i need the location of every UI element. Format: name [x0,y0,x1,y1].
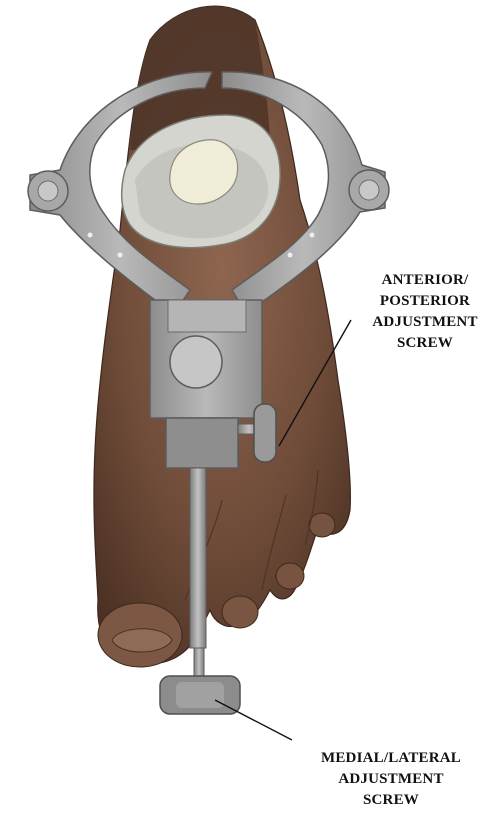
rivet [118,253,123,258]
ml-screw-knob-highlight [176,682,224,708]
label-line: SCREW [288,790,494,811]
right-pivot-knob-inner [359,180,379,200]
second-toe [222,596,258,628]
label-line: POSTERIOR [356,291,494,312]
upper-block-flange [168,300,246,332]
label-line: MEDIAL/LATERAL [288,748,494,769]
fourth-toe [309,513,335,537]
lower-block [166,418,238,468]
ml-screw-rod [190,468,206,648]
label-line: ADJUSTMENT [288,769,494,790]
label-line: ADJUSTMENT [356,312,494,333]
rivet [310,233,315,238]
rivet [88,233,93,238]
ap-screw-knob [254,404,276,462]
ml-leader-line [215,700,292,740]
label-line: SCREW [356,333,494,354]
ml-screw-collar [194,648,204,676]
label-line: ANTERIOR/ [356,270,494,291]
block-dial [170,336,222,388]
anterior-posterior-screw-label: ANTERIOR/ POSTERIOR ADJUSTMENT SCREW [356,270,494,354]
left-pivot-knob-inner [38,181,58,201]
medial-lateral-screw-label: MEDIAL/LATERAL ADJUSTMENT SCREW [288,748,494,811]
rivet [288,253,293,258]
third-toe [276,563,304,589]
